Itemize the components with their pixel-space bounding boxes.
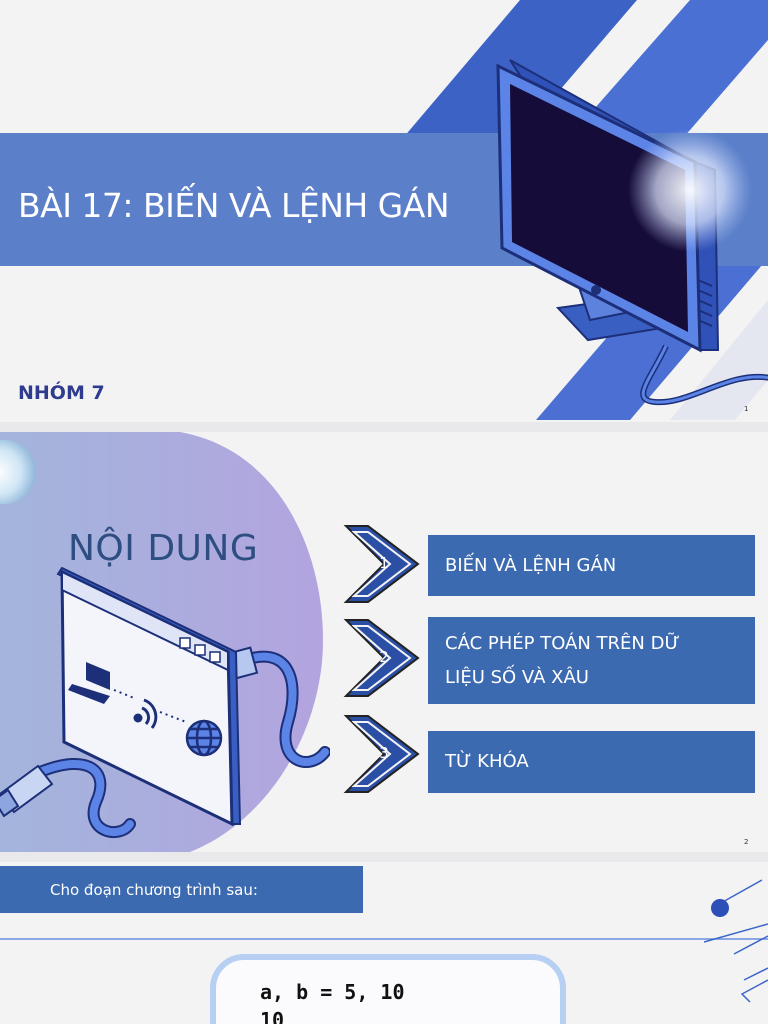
group-label: NHÓM 7: [18, 382, 105, 404]
monitor-illustration: [496, 59, 768, 406]
menu-item-label: BIẾN VÀ LỆNH GÁN: [445, 554, 617, 576]
browser-window-illustration: [0, 566, 330, 838]
slide-3: Cho đoạn chương trình sau: a, b = 5, 10 …: [0, 862, 768, 1024]
slide-gap: [0, 422, 768, 432]
menu-number-2: 2: [379, 648, 389, 666]
menu-chevrons: [343, 525, 420, 793]
code-box: a, b = 5, 10 10: [210, 954, 566, 1024]
slide-1: BÀI 17: BIẾN VÀ LỆNH GÁN NHÓM 7 1: [0, 0, 768, 422]
menu-number-3: 3: [379, 744, 389, 762]
menu-item-tu-khoa[interactable]: TỪ KHÓA: [428, 731, 755, 793]
code-line-1: a, b = 5, 10: [260, 980, 405, 1004]
menu-item-label: TỪ KHÓA: [445, 751, 529, 772]
circuit-lines-icon: [0, 879, 768, 1003]
section-heading: NỘI DUNG: [68, 528, 259, 569]
code-line-2: 10: [260, 1008, 285, 1024]
wifi-icon: [133, 698, 158, 729]
menu-item-bien-va-lenh-gan[interactable]: BIẾN VÀ LỆNH GÁN: [428, 535, 755, 596]
prompt-box: Cho đoạn chương trình sau:: [0, 866, 363, 913]
laptop-icon: [68, 662, 110, 704]
page-number: 1: [744, 405, 749, 413]
slide-gap: [0, 852, 768, 862]
menu-item-label-line2: LIỆU SỐ VÀ XÂU: [445, 666, 589, 688]
menu-item-phep-toan[interactable]: CÁC PHÉP TOÁN TRÊN DỮ LIỆU SỐ VÀ XÂU: [428, 617, 755, 704]
slide-title: BÀI 17: BIẾN VÀ LỆNH GÁN: [18, 186, 450, 225]
page-number: 2: [744, 838, 749, 846]
menu-number-1: 1: [379, 554, 389, 572]
usb-plug-icon: [0, 764, 54, 818]
prompt-text: Cho đoạn chương trình sau:: [50, 880, 258, 899]
menu-item-label-line1: CÁC PHÉP TOÁN TRÊN DỮ: [445, 632, 680, 654]
globe-icon: [185, 719, 223, 757]
slide-2: NỘI DUNG: [0, 432, 768, 852]
